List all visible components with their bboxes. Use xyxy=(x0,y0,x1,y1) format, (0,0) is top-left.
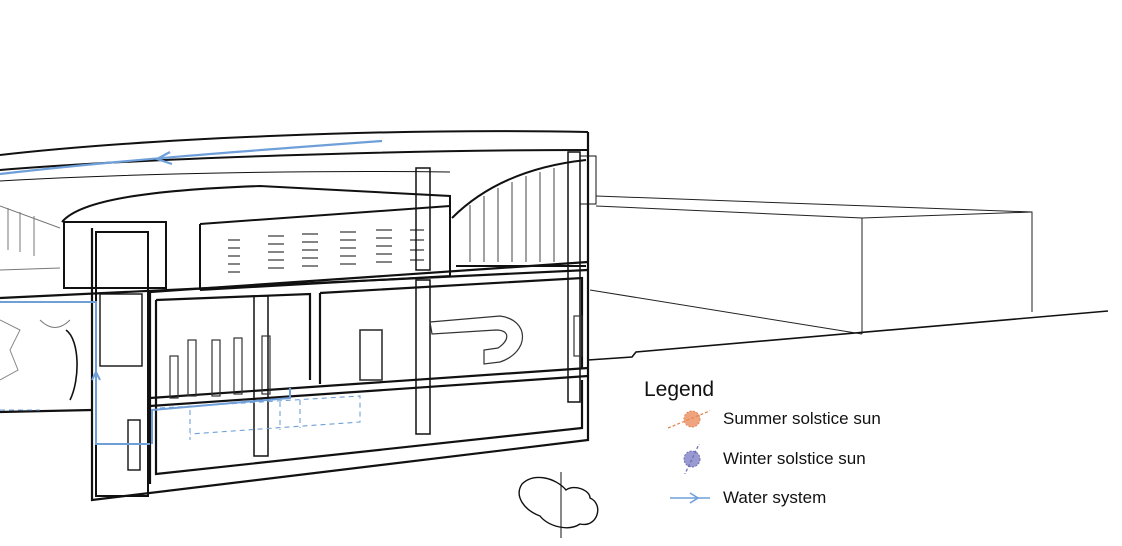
elevator-core xyxy=(95,231,149,497)
water-pipes xyxy=(0,301,291,445)
left-interior xyxy=(0,205,78,401)
upper-level xyxy=(61,184,451,291)
adjacent-block-building xyxy=(589,195,1033,335)
legend-item-water-system: Water system xyxy=(644,483,944,513)
water-flow-roof xyxy=(0,139,383,176)
site-plan-key xyxy=(518,472,599,538)
legend-label-water: Water system xyxy=(723,488,827,507)
legend-item-winter-sun: Winter solstice sun xyxy=(644,444,944,474)
legend-label-summer: Summer solstice sun xyxy=(723,409,881,428)
main-section-outline xyxy=(0,132,590,502)
winter-sun-icon xyxy=(683,444,701,474)
legend-item-summer-sun: Summer solstice sun xyxy=(644,404,944,434)
legend-title: Legend xyxy=(644,378,715,401)
dashed-water-tanks xyxy=(0,395,361,440)
legend-label-winter: Winter solstice sun xyxy=(723,449,866,468)
atrium xyxy=(451,151,597,403)
middle-level-furniture xyxy=(169,315,583,399)
columns xyxy=(253,167,431,457)
legend: Legend Summer solstice sun Winter solsti… xyxy=(644,374,944,524)
book-shelves xyxy=(228,229,424,273)
summer-sun-icon xyxy=(667,410,710,429)
water-arrow-icon xyxy=(670,492,710,504)
roof xyxy=(0,130,589,182)
ground-line xyxy=(587,310,1109,361)
